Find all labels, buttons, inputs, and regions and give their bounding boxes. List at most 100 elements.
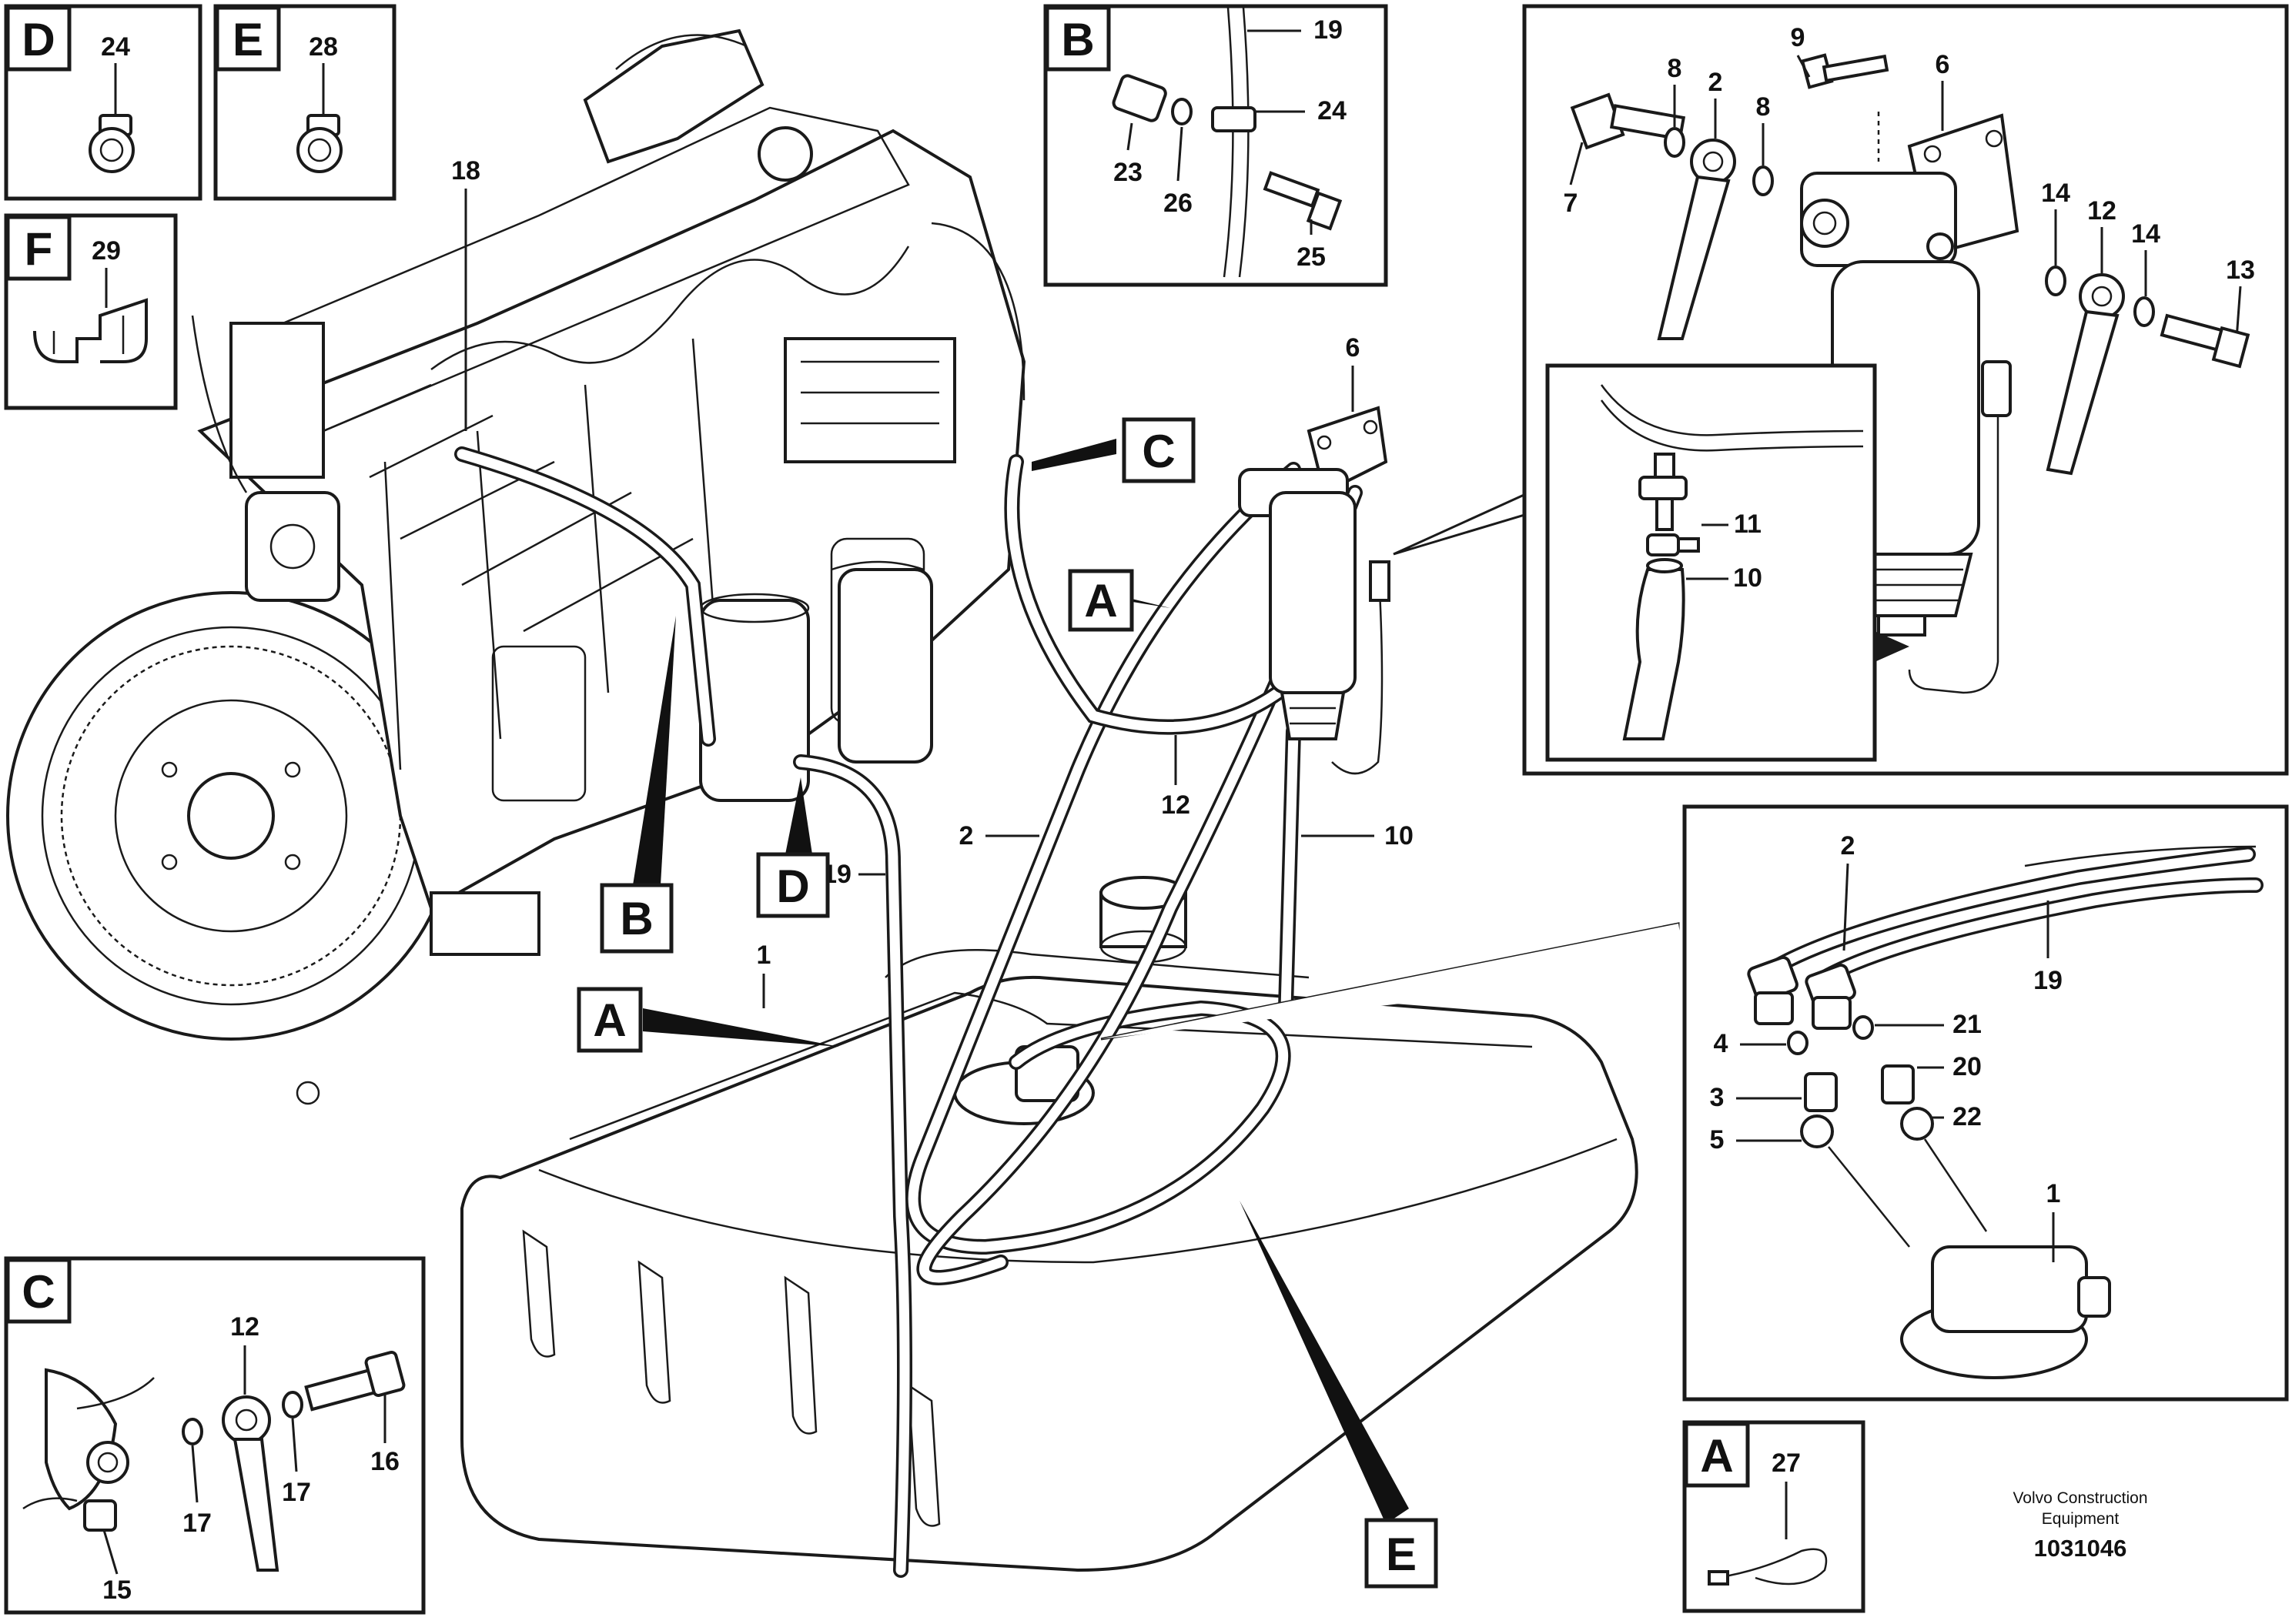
adapter-nipple-icon bbox=[1804, 1064, 1915, 1112]
callout-18: 18 bbox=[451, 156, 480, 185]
inset-F: F 29 bbox=[4, 213, 178, 410]
inset-A: A 27 bbox=[1682, 1420, 1865, 1613]
inset-E: E 28 bbox=[213, 4, 396, 201]
inset-B: B 19 24 23 26 25 bbox=[1043, 4, 1388, 287]
filter-head-icon bbox=[1800, 172, 1957, 267]
inset-F-letter: F bbox=[25, 223, 53, 275]
banjo-bolt-icon bbox=[2160, 313, 2250, 369]
publisher-credit: Volvo Construction Equipment 1031046 bbox=[2013, 1489, 2147, 1562]
sensor-cable-icon bbox=[1908, 360, 2012, 694]
inset-C-part-17b: 17 bbox=[282, 1478, 311, 1507]
callout-1: 1 bbox=[757, 941, 771, 970]
view-marker-A-upper: A bbox=[1068, 569, 1170, 632]
cable-tie-icon bbox=[1708, 1548, 1828, 1586]
inset-B-part-24: 24 bbox=[1317, 96, 1347, 125]
hose-fitting-icon bbox=[1747, 956, 1856, 1030]
inset-F-part-29: 29 bbox=[92, 236, 121, 266]
svg-text:C: C bbox=[1142, 426, 1175, 477]
inset-pickup-part-2: 2 bbox=[1841, 831, 1855, 860]
callout-10: 10 bbox=[1384, 821, 1414, 850]
inset-D-part-24: 24 bbox=[101, 32, 130, 62]
inset-C-part-15: 15 bbox=[102, 1576, 132, 1605]
inset-C-part-17a: 17 bbox=[182, 1509, 212, 1538]
inset-B-part-25: 25 bbox=[1297, 242, 1326, 272]
inset-B-letter: B bbox=[1061, 14, 1094, 65]
tank-recesses bbox=[522, 1229, 941, 1527]
inset-filter-part-9: 9 bbox=[1791, 23, 1805, 52]
view-marker-C: C bbox=[1032, 417, 1196, 483]
inset-filter-part-8a: 8 bbox=[1668, 54, 1682, 83]
clamp-icon bbox=[1211, 106, 1256, 132]
view-marker-E: E bbox=[1240, 1201, 1438, 1589]
p-clamp-icon bbox=[89, 114, 135, 173]
view-marker-D: D bbox=[756, 777, 830, 918]
inset-A-part-27: 27 bbox=[1772, 1449, 1801, 1478]
svg-text:A: A bbox=[1084, 575, 1117, 627]
inset-B-part-23: 23 bbox=[1113, 158, 1143, 187]
inset-filter-part-12: 12 bbox=[2087, 196, 2116, 226]
inset-C-part-12: 12 bbox=[230, 1312, 259, 1342]
bolt-icon bbox=[1263, 171, 1343, 231]
credit-line-1: Volvo Construction bbox=[2013, 1489, 2147, 1507]
view-marker-B: B bbox=[600, 616, 676, 954]
inset-E-part-28: 28 bbox=[309, 32, 338, 62]
p-clamp-icon bbox=[296, 114, 343, 173]
inset-drain-part-11: 11 bbox=[1734, 510, 1762, 539]
inset-pickup-part-21: 21 bbox=[1952, 1010, 1982, 1039]
inset-pickup-part-19: 19 bbox=[2033, 966, 2063, 995]
bolt-icon bbox=[1800, 53, 1889, 89]
inset-filter-part-2: 2 bbox=[1708, 68, 1723, 97]
inset-drain: 11 10 bbox=[1545, 363, 1909, 762]
inset-pickup-part-20: 20 bbox=[1952, 1052, 1982, 1081]
inset-D-letter: D bbox=[22, 14, 55, 65]
callout-2: 2 bbox=[959, 821, 974, 850]
inset-filter-part-6: 6 bbox=[1936, 50, 1950, 79]
remote-fuel-filter bbox=[1238, 406, 1390, 775]
inset-drain-part-10: 10 bbox=[1733, 563, 1762, 593]
callout-6: 6 bbox=[1346, 333, 1360, 363]
inset-pickup-part-1: 1 bbox=[2046, 1179, 2061, 1208]
banjo-fitting-icon bbox=[182, 1391, 303, 1572]
inset-filter-part-14a: 14 bbox=[2041, 179, 2070, 208]
svg-text:E: E bbox=[1386, 1529, 1417, 1580]
inset-E-letter: E bbox=[233, 14, 263, 65]
view-marker-A-lower: A bbox=[577, 987, 839, 1053]
svg-text:A: A bbox=[593, 994, 626, 1046]
inset-C-part-16: 16 bbox=[370, 1447, 400, 1476]
inset-filter-part-7: 7 bbox=[1564, 189, 1578, 218]
inset-pickup: 2 19 21 4 20 3 5 22 1 bbox=[1682, 804, 2289, 1402]
inset-pickup-part-5: 5 bbox=[1710, 1125, 1725, 1155]
engine-fuel-filter bbox=[699, 568, 933, 802]
inset-C-letter: C bbox=[22, 1266, 55, 1318]
fuel-lines bbox=[454, 446, 1363, 1578]
inset-D: D 24 bbox=[4, 4, 202, 201]
washer-icon bbox=[1171, 98, 1193, 125]
document-number: 1031046 bbox=[2034, 1535, 2127, 1562]
main-callouts: 18 6 12 2 19 10 1 bbox=[451, 156, 1414, 1008]
inset-filter-part-8b: 8 bbox=[1756, 92, 1771, 122]
inset-A-letter: A bbox=[1700, 1430, 1733, 1482]
callout-12: 12 bbox=[1161, 790, 1190, 820]
hose-clip-icon bbox=[1646, 533, 1700, 556]
banjo-bolt-icon bbox=[1570, 92, 1686, 150]
svg-text:D: D bbox=[776, 860, 809, 912]
credit-line-2: Equipment bbox=[2042, 1510, 2120, 1528]
banjo-bolt-icon bbox=[304, 1351, 406, 1412]
svg-text:B: B bbox=[620, 893, 653, 944]
sealing-washer-icon bbox=[1664, 127, 2155, 327]
inset-C: C 12 17 17 16 15 bbox=[4, 1256, 426, 1615]
double-clamp-icon bbox=[33, 298, 148, 363]
banjo-fitting-icon bbox=[1657, 139, 2125, 476]
pickup-unit-icon bbox=[1900, 1245, 2111, 1379]
view-markers: C A B D A E bbox=[577, 417, 1686, 1589]
inset-B-part-19: 19 bbox=[1313, 15, 1343, 45]
inset-pickup-part-4: 4 bbox=[1714, 1029, 1728, 1058]
spacer-icon bbox=[1112, 74, 1167, 122]
inset-pickup-part-22: 22 bbox=[1952, 1102, 1982, 1131]
inset-filter-part-14b: 14 bbox=[2131, 219, 2160, 249]
seal-ring-icon bbox=[1787, 1015, 1934, 1148]
inset-filter-part-13: 13 bbox=[2226, 256, 2255, 285]
inset-pickup-part-3: 3 bbox=[1710, 1083, 1725, 1112]
inset-B-part-26: 26 bbox=[1163, 189, 1193, 218]
